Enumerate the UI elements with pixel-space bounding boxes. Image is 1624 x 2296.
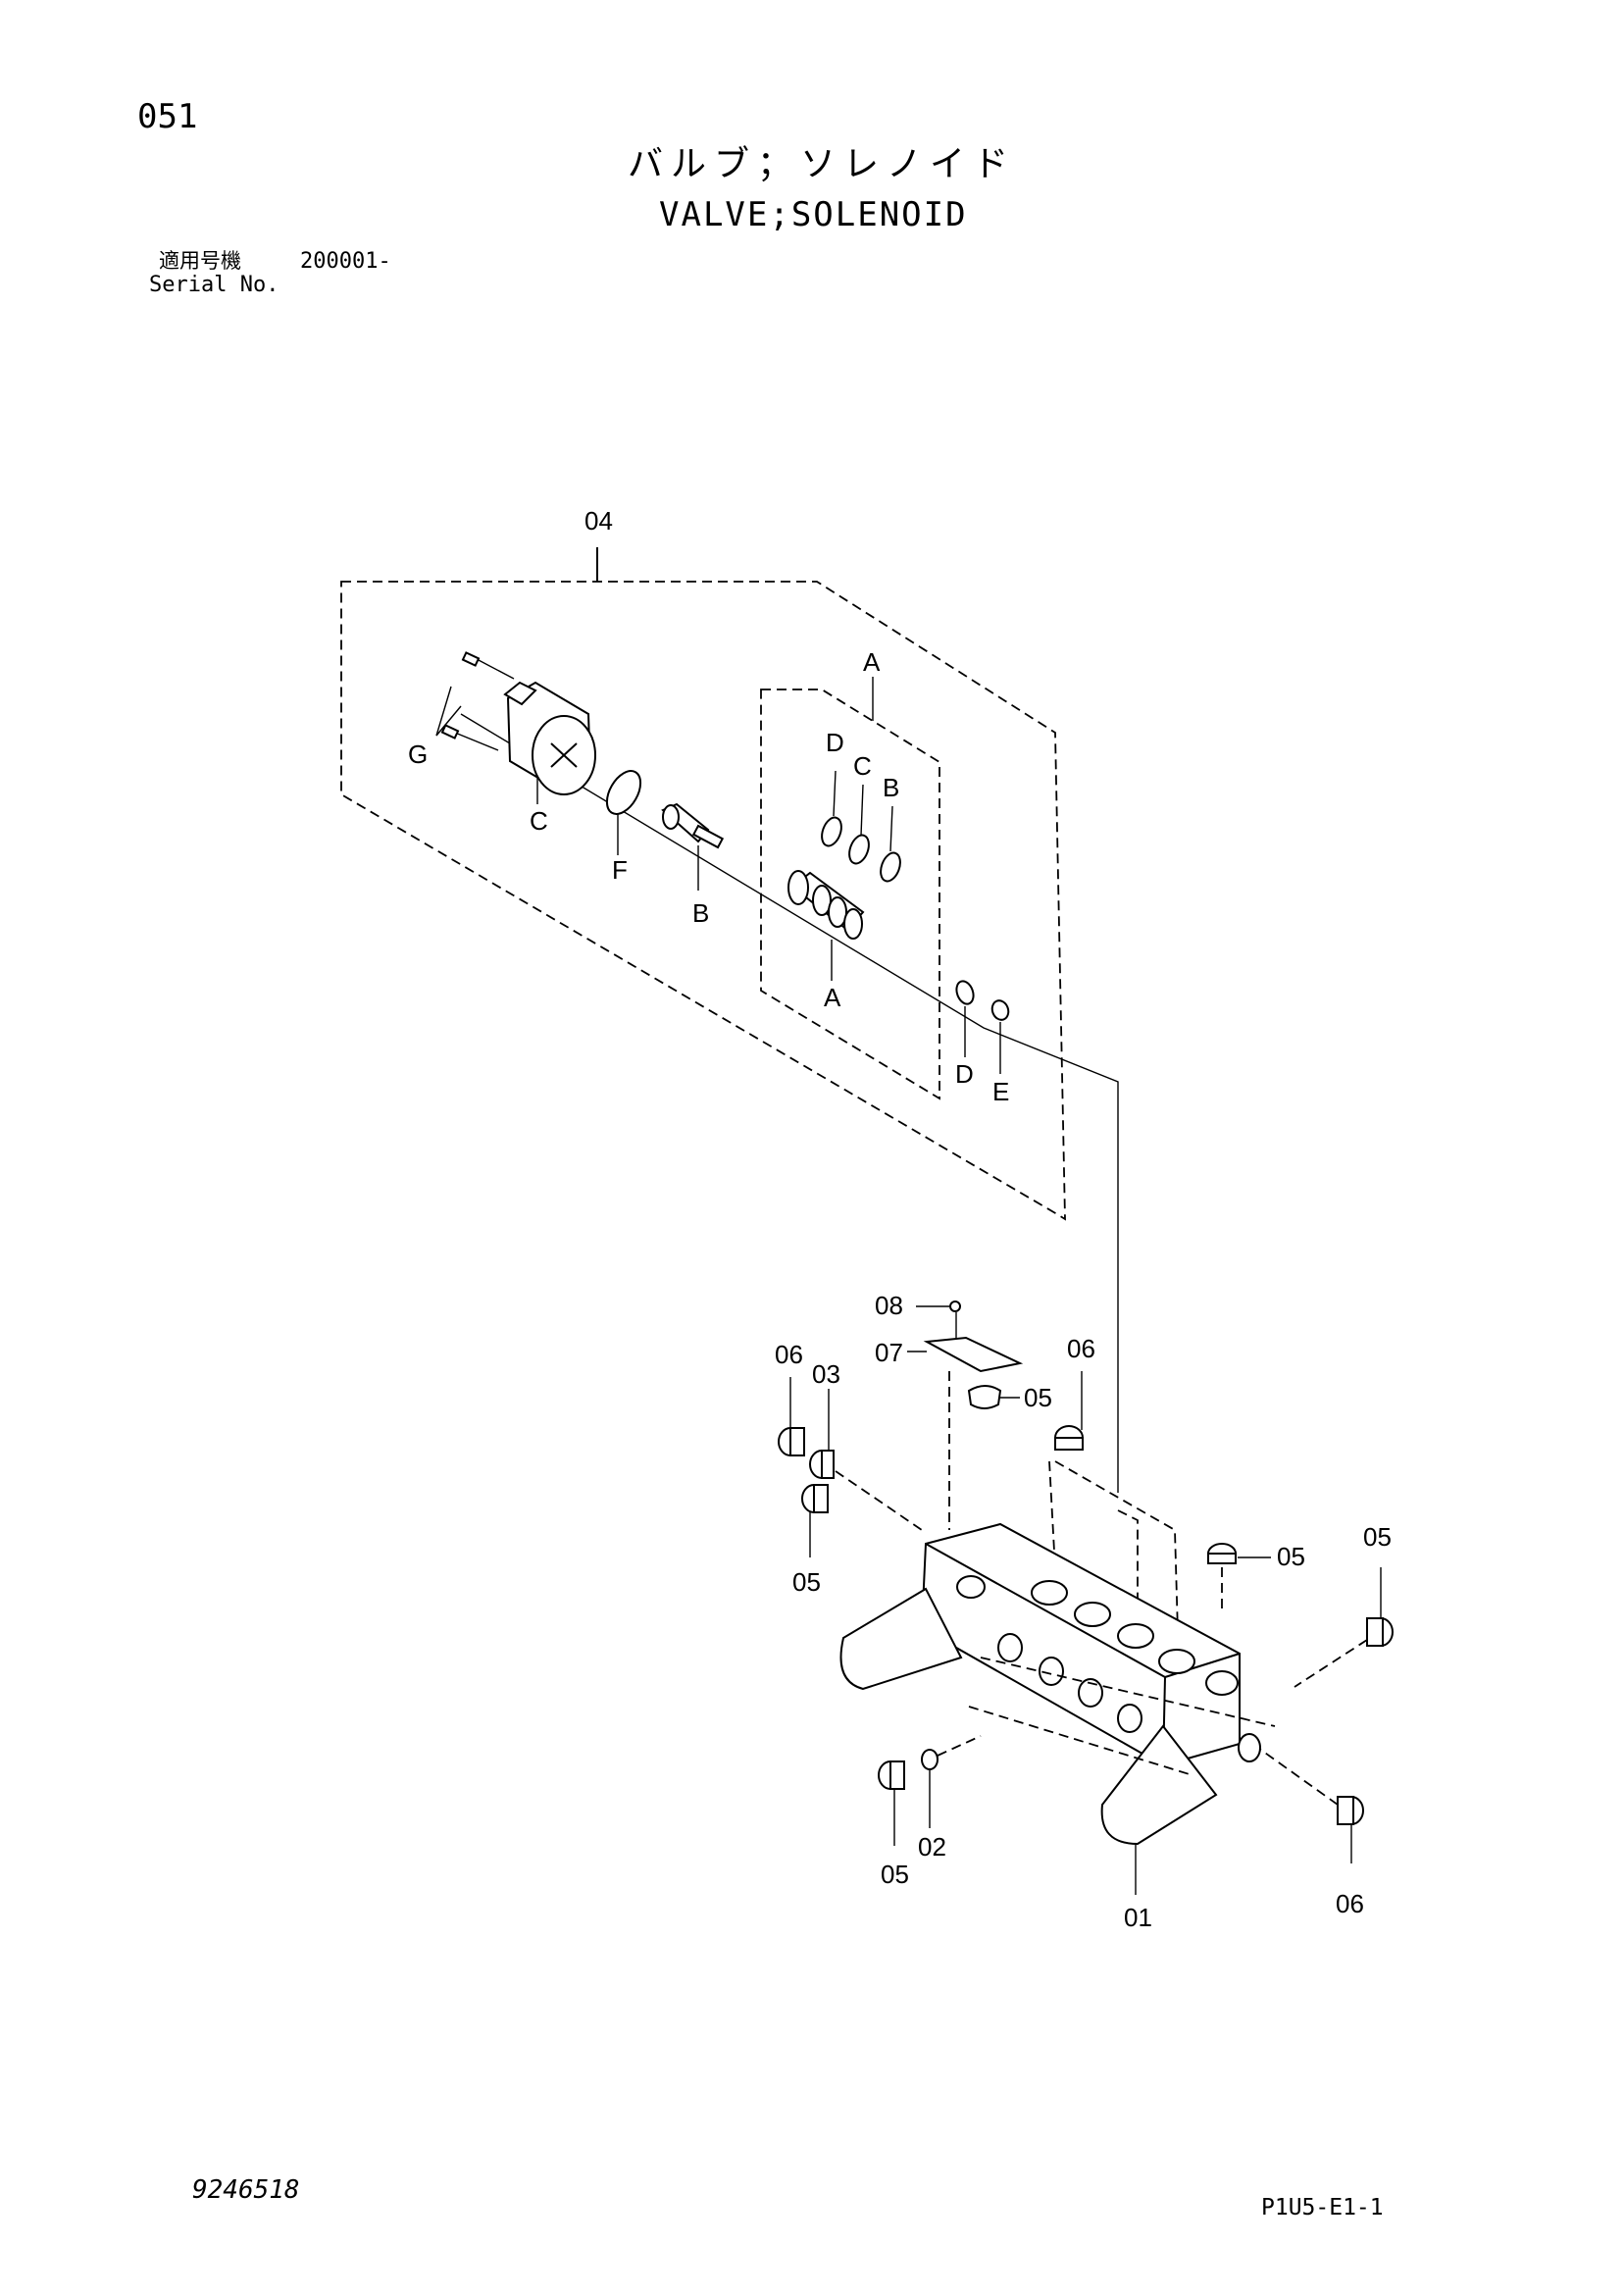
callout-05-left: 05: [792, 1567, 821, 1597]
mid-plug-group: [1048, 1371, 1180, 1668]
callout-a: A: [824, 983, 841, 1012]
serial-number-value: 200001-: [300, 249, 391, 274]
callout-d-top: D: [826, 728, 844, 757]
callout-06-mid: 06: [1067, 1334, 1095, 1363]
sub-kit-o-rings: [821, 770, 901, 883]
left-plugs-group: [778, 1377, 923, 1557]
title-english: VALVE;SOLENOID: [659, 195, 968, 234]
right-plugs-group: [1207, 1543, 1394, 1863]
subkit-a-boundary: [760, 677, 940, 1100]
callout-04: 04: [584, 506, 613, 536]
callout-05-bottom: 05: [881, 1860, 909, 1889]
seals-d-e-parts: [955, 980, 1010, 1074]
callout-b-top: B: [883, 773, 899, 802]
serial-label-english: Serial No.: [149, 273, 279, 297]
bottom-plugs-group: [878, 1735, 982, 1846]
callout-02: 02: [918, 1832, 946, 1862]
callout-a-top: A: [863, 647, 881, 677]
callout-01: 01: [1124, 1903, 1152, 1932]
callout-05-top: 05: [1024, 1383, 1052, 1412]
spool-b-part: [661, 802, 725, 891]
callout-d: D: [955, 1059, 974, 1089]
callout-06-bottom: 06: [1336, 1889, 1364, 1918]
callout-labels: 04 A D C B G C F B A D E 08 07 06 03 05 …: [408, 506, 1392, 1932]
sleeve-a-part: [787, 870, 865, 981]
callout-g: G: [408, 740, 428, 769]
callout-07: 07: [875, 1338, 903, 1367]
o-ring-f-part: [605, 770, 642, 855]
valve-body-part: [839, 1522, 1276, 1895]
screw-plate-plug-top: [907, 1301, 1024, 1530]
callout-b: B: [692, 898, 709, 928]
callout-e: E: [992, 1077, 1009, 1106]
kit-04-boundary: [340, 547, 1066, 1221]
callout-08: 08: [875, 1291, 903, 1320]
callout-c: C: [530, 806, 548, 836]
callout-06-left: 06: [775, 1340, 803, 1369]
callout-05-far-right: 05: [1363, 1522, 1392, 1552]
callout-03: 03: [812, 1359, 840, 1389]
page-number: 051: [137, 97, 198, 136]
callout-05-right: 05: [1277, 1542, 1305, 1571]
callout-c-top: C: [853, 751, 872, 781]
title-japanese: バルブ；ソレノイド: [628, 144, 1017, 184]
sheet-code: P1U5-E1-1: [1261, 2195, 1384, 2220]
solenoid-coil-part: [435, 651, 596, 804]
drawing-number: 9246518: [192, 2175, 300, 2205]
callout-f: F: [612, 855, 628, 885]
serial-label-japanese: 適用号機: [159, 249, 241, 273]
